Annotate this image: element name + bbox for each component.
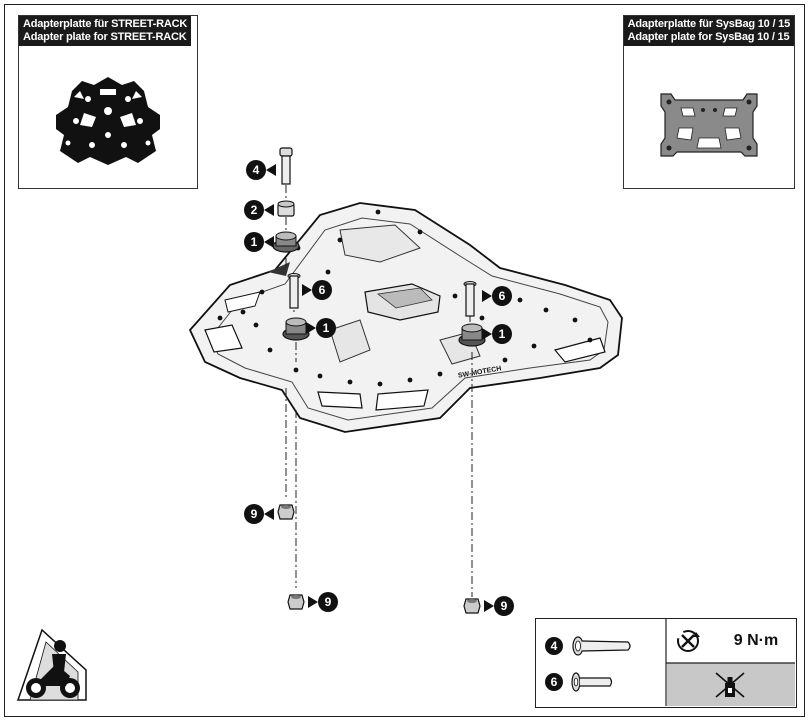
- callout-9c: 9: [484, 596, 514, 616]
- callout-6a: 6: [302, 280, 332, 300]
- top-rack-plate: SW-MOTECH: [188, 202, 623, 433]
- callout-1b: 1: [306, 318, 336, 338]
- motorcycle-rider-icon: [16, 628, 87, 701]
- inset-sysbag-header: Adapterplatte für SysBag 10 / 15 Adapter…: [623, 16, 794, 46]
- svg-text:4: 4: [253, 163, 260, 177]
- inset-sysbag-title-en: Adapter plate for SysBag 10 / 15: [627, 31, 790, 43]
- part-6-bolt-icon: 6: [545, 672, 613, 692]
- callout-6b: 6: [482, 286, 512, 306]
- no-thread-locker-icon: [715, 672, 745, 698]
- svg-text:1: 1: [499, 327, 506, 341]
- inset-sysbag-title-de: Adapterplatte für SysBag 10 / 15: [627, 18, 791, 30]
- inset-street-rack: Adapterplatte für STREET-RACK Adapter pl…: [18, 15, 198, 189]
- inset-street-rack-title-de: Adapterplatte für STREET-RACK: [23, 18, 188, 30]
- callout-1a: 1: [244, 232, 274, 252]
- inset-sysbag: Adapterplatte für SysBag 10 / 15 Adapter…: [623, 15, 795, 189]
- nut-part-9a: [277, 504, 295, 520]
- svg-text:6: 6: [551, 675, 558, 689]
- street-rack-plate-illustration: [56, 77, 160, 165]
- inset-street-rack-header: Adapterplatte für STREET-RACK Adapter pl…: [19, 16, 192, 46]
- torque-spec-table: 4 6 9 N·m: [535, 618, 797, 708]
- torque-spec-graphics: 4 6 9 N·m: [545, 619, 795, 706]
- torque-wrench-icon: [677, 630, 700, 652]
- spacer-part-2: [277, 200, 295, 217]
- svg-text:4: 4: [551, 639, 558, 653]
- screw-part-4: [279, 147, 293, 185]
- callout-9b: 9: [308, 592, 338, 612]
- svg-text:2: 2: [251, 203, 258, 217]
- rubber-bushing-part-1c: [458, 323, 486, 347]
- callout-4: 4: [246, 160, 276, 180]
- svg-text:9: 9: [325, 595, 332, 609]
- bolt-part-6a: [287, 273, 301, 309]
- inset-street-rack-title-en: Adapter plate for STREET-RACK: [23, 31, 187, 43]
- svg-text:9: 9: [501, 599, 508, 613]
- part-4-screw-icon: 4: [545, 636, 631, 656]
- nut-part-9b: [287, 594, 305, 610]
- callout-2: 2: [244, 200, 274, 220]
- rubber-bushing-part-1b: [282, 317, 310, 341]
- rubber-bushing-part-1a: [272, 231, 300, 253]
- sysbag-plate-illustration: [660, 93, 758, 157]
- svg-text:6: 6: [499, 289, 506, 303]
- diagram-frame: [4, 4, 805, 717]
- svg-text:1: 1: [251, 235, 258, 249]
- callout-9a: 9: [244, 504, 274, 524]
- svg-text:1: 1: [323, 321, 330, 335]
- torque-value: 9 N·m: [734, 632, 778, 649]
- bolt-part-6b: [463, 281, 477, 317]
- nut-part-9c: [463, 598, 481, 614]
- svg-text:6: 6: [319, 283, 326, 297]
- svg-text:9: 9: [251, 507, 258, 521]
- callout-1c: 1: [482, 324, 512, 344]
